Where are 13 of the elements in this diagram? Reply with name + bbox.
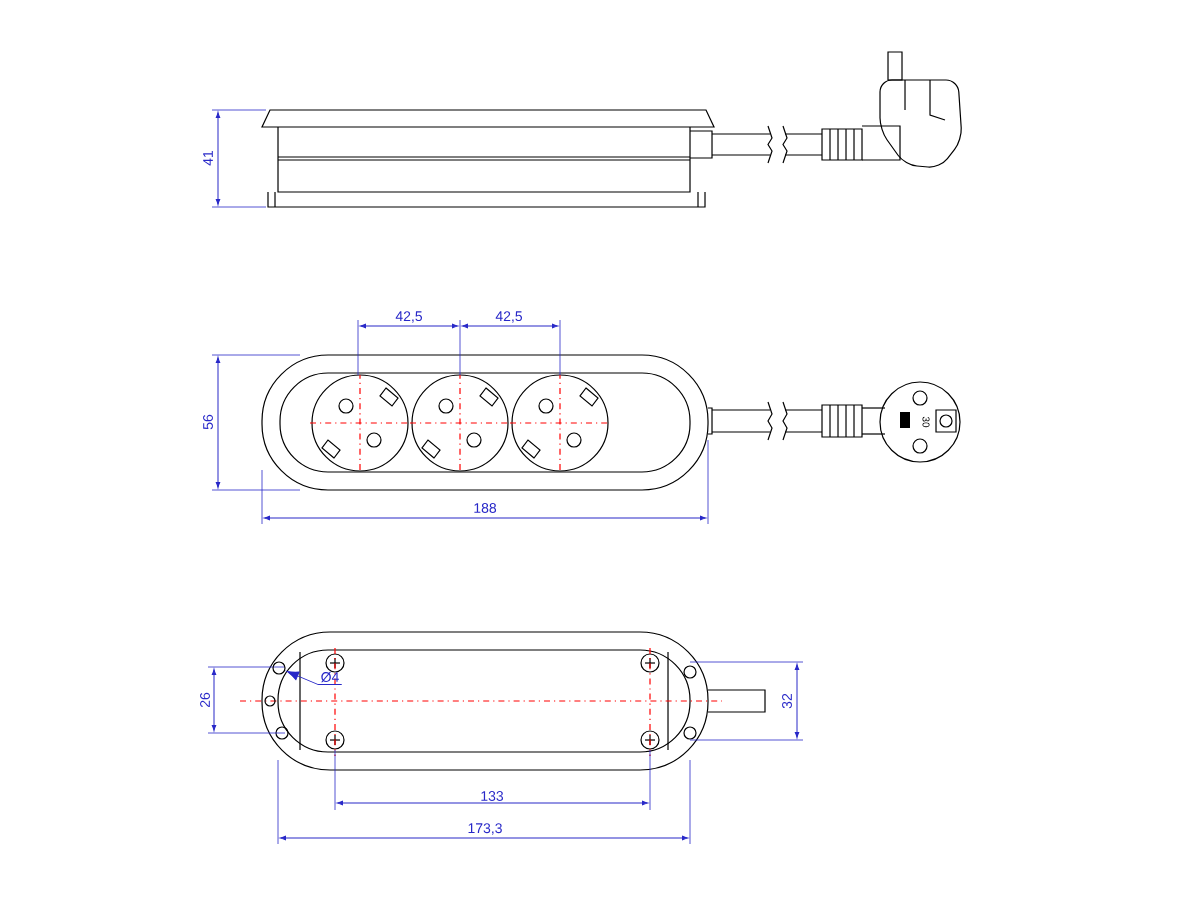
- dimension-value: 42,5: [495, 311, 522, 323]
- dimension-value: 42,5: [395, 311, 422, 323]
- dimension-value: 41: [203, 150, 213, 166]
- plug-marking: 30: [922, 416, 930, 428]
- dimension-value: Ø4: [321, 671, 339, 683]
- dimension-value: 133: [481, 791, 504, 801]
- leader-line: [286, 670, 343, 686]
- dimension-value: 56: [203, 414, 213, 430]
- mounting-hole: [272, 661, 286, 675]
- dimension-value: 188: [474, 503, 497, 513]
- dimension-value: 32: [782, 693, 792, 709]
- dimension-value: 173,3: [468, 823, 502, 835]
- dimension-value: 26: [200, 692, 210, 708]
